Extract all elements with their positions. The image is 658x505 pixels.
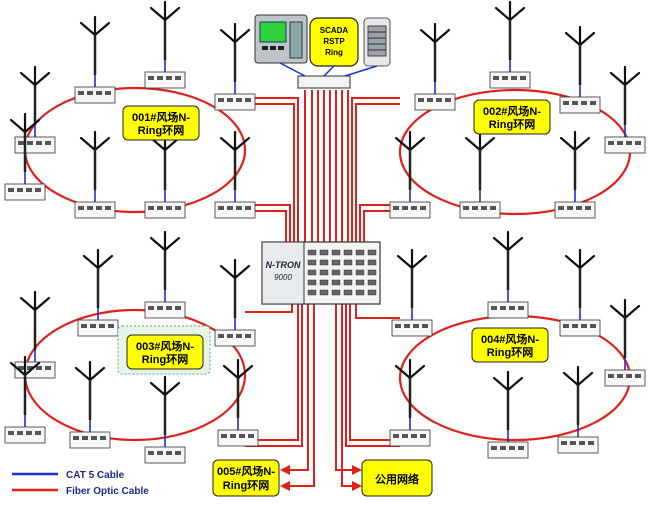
wind-turbine-icon <box>4 112 46 201</box>
ring-002-line2: Ring环网 <box>489 118 535 131</box>
ring-004-line2: Ring环网 <box>487 346 533 359</box>
wind-turbine-icon <box>217 358 259 447</box>
ring-003-line2: Ring环网 <box>142 353 188 366</box>
ring-label-003: 003#风场N- Ring环网 <box>117 325 211 375</box>
ring-001-line1: 001#风场N- <box>132 110 190 124</box>
backbone-links <box>245 90 400 491</box>
public-network-label: 公用网络 <box>375 472 419 486</box>
public-network-box: 公用网络 <box>361 459 433 497</box>
scada-label-box: SCADA RSTP Ring <box>309 17 359 67</box>
wind-turbine-icon <box>4 355 46 444</box>
ring-label-004: 004#风场N- Ring环网 <box>471 327 549 363</box>
wind-turbine-icon <box>144 230 186 319</box>
wind-turbine-icon <box>389 358 431 447</box>
server-rack <box>363 17 391 67</box>
wind-turbine-icon <box>559 248 601 337</box>
scada-line1: SCADA <box>320 26 349 35</box>
ring-005-line1: 005#风场N- <box>217 464 275 478</box>
ring-001-line2: Ring环网 <box>138 124 184 137</box>
scada-switch <box>279 62 378 89</box>
wind-turbine-icon <box>144 130 186 219</box>
scada-panel <box>254 14 308 64</box>
scada-line2: RSTP <box>323 37 345 46</box>
wind-turbine-icon <box>77 248 119 337</box>
wind-turbine-icon <box>487 230 529 319</box>
ring-label-005: 005#风场N- Ring环网 <box>212 459 280 497</box>
wind-turbine-icon <box>604 65 646 154</box>
ring-004-line1: 004#风场N- <box>481 332 539 346</box>
wind-turbine-icon <box>214 22 256 111</box>
legend-fiber-label: Fiber Optic Cable <box>66 486 149 497</box>
wind-turbine-icon <box>559 25 601 114</box>
ring-label-002: 002#风场N- Ring环网 <box>473 99 551 135</box>
core-switch-brand: N-TRON <box>266 260 301 270</box>
wind-turbine-icon <box>554 130 596 219</box>
wind-turbine-icon <box>214 258 256 347</box>
wind-turbine-icon <box>557 365 599 454</box>
wind-turbine-icon <box>489 0 531 89</box>
turbines-layer <box>4 0 646 464</box>
wind-turbine-icon <box>144 375 186 464</box>
wind-turbine-icon <box>214 130 256 219</box>
wind-turbine-icon <box>69 360 111 449</box>
ring-005-line2: Ring环网 <box>223 479 269 492</box>
legend-cat5-label: CAT 5 Cable <box>66 470 125 481</box>
wind-turbine-icon <box>487 370 529 459</box>
wind-turbine-icon <box>74 130 116 219</box>
wind-turbine-icon <box>604 298 646 387</box>
wind-turbine-icon <box>414 22 456 111</box>
ring-002-line1: 002#风场N- <box>483 104 541 118</box>
scada-line3: Ring <box>325 48 343 57</box>
core-switch: N-TRON 9000 <box>261 241 381 305</box>
ring-003-line1: 003#风场N- <box>136 339 194 353</box>
ring-label-001: 001#风场N- Ring环网 <box>122 105 200 141</box>
wind-turbine-icon <box>391 248 433 337</box>
wind-turbine-icon <box>389 130 431 219</box>
wind-turbine-icon <box>459 130 501 219</box>
wind-turbine-icon <box>74 15 116 104</box>
legend: CAT 5 Cable Fiber Optic Cable <box>12 470 149 497</box>
core-switch-model: 9000 <box>274 273 292 282</box>
wind-turbine-icon <box>144 0 186 89</box>
